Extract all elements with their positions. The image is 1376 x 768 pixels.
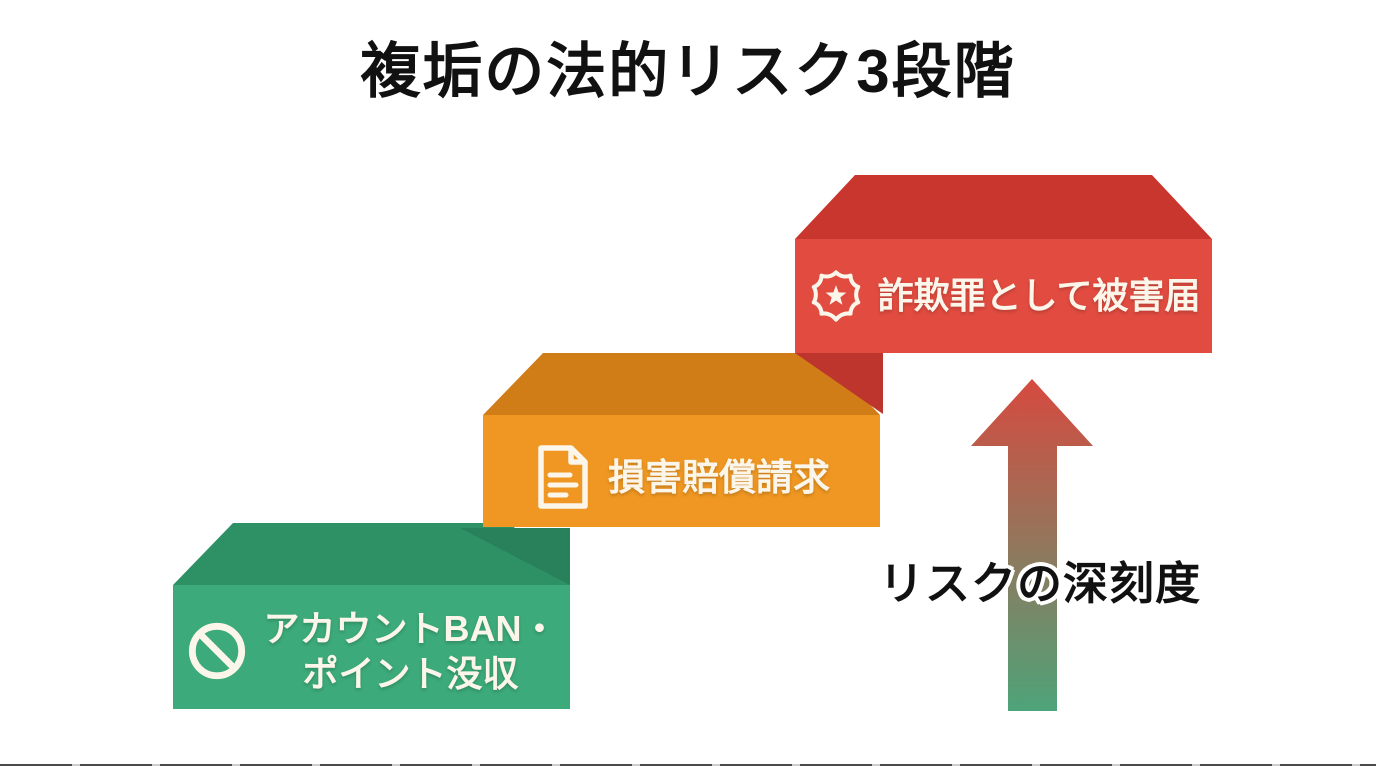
- step1-shadow-corner: [460, 528, 570, 585]
- step3-label: 詐欺罪として被害届: [877, 275, 1201, 316]
- severity-arrow-label: リスクの深刻度: [878, 558, 1201, 609]
- step1-top-face: [173, 523, 570, 585]
- step1-label-group: アカウントBAN・ ポイント没収: [173, 585, 570, 713]
- document-icon: [538, 445, 588, 509]
- step2-label-group: 損害賠償請求: [483, 415, 880, 533]
- step3-shadow-corner: [795, 353, 883, 414]
- step3-label-group: 詐欺罪として被害届: [795, 239, 1212, 353]
- severity-arrow: [971, 379, 1093, 711]
- step1-label-line2: ポイント没収: [302, 653, 519, 694]
- step1-label-line1: アカウントBAN・: [263, 608, 558, 649]
- step2-top-face: [483, 353, 880, 415]
- prohibition-icon: [188, 622, 245, 680]
- step1-label: アカウントBAN・ ポイント没収: [264, 606, 558, 696]
- page-title: 複垢の法的リスク3段階: [360, 38, 1016, 105]
- step3-front-face: [795, 239, 1212, 353]
- step2-label: 損害賠償請求: [608, 456, 830, 498]
- bottom-edge-line: [0, 764, 1376, 766]
- police-badge-icon: [811, 270, 860, 322]
- step3-top-face: [795, 175, 1212, 239]
